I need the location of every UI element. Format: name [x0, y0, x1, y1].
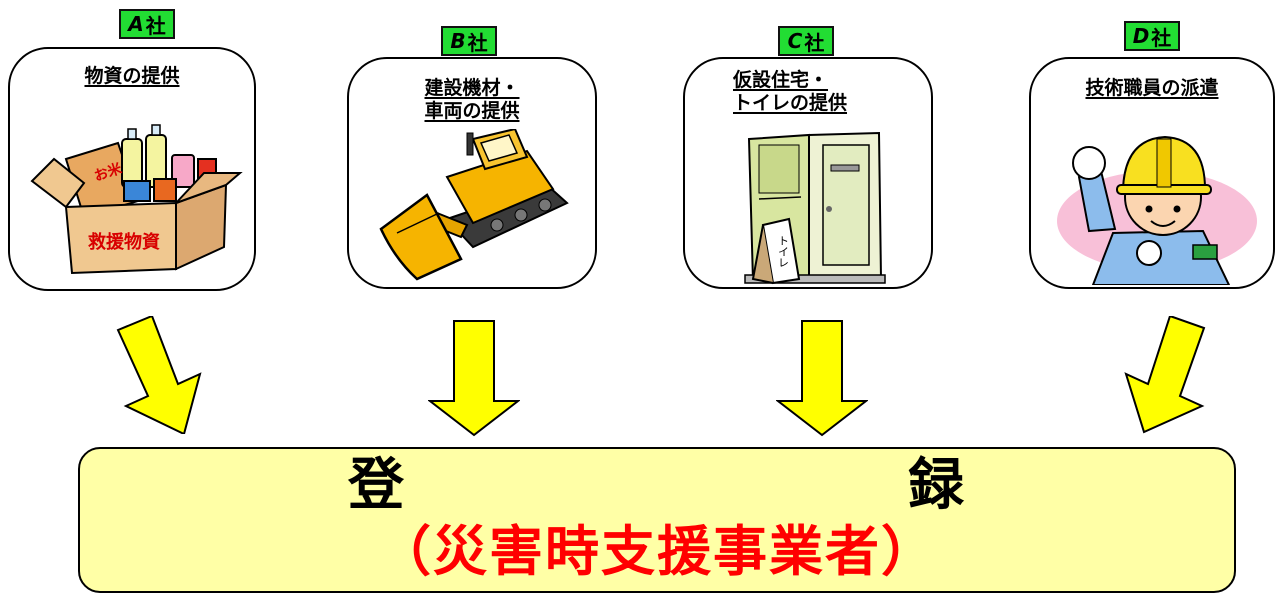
portable-toilet-illustration: トイレ — [744, 131, 886, 285]
card-title-line: トイレの提供 — [733, 92, 848, 114]
card-title-line: 建設機材・ — [424, 77, 520, 99]
registration-box: 登 録 （災害時支援事業者） — [78, 447, 1236, 593]
arrow-c-down — [776, 320, 868, 437]
company-suffix: 社 — [1151, 25, 1172, 50]
card-title-line: 技術職員の派遣 — [1085, 77, 1219, 99]
company-letter: A — [128, 12, 144, 36]
card-title: 物資の提供 — [10, 65, 254, 88]
card-title: 建設機材・ 車両の提供 — [349, 77, 595, 123]
arrow-a-down — [116, 316, 202, 434]
company-letter: B — [450, 29, 466, 53]
company-suffix: 社 — [804, 30, 825, 55]
company-letter: D — [1132, 24, 1150, 48]
company-card-d: 技術職員の派遣 — [1029, 57, 1275, 289]
registration-subtitle: （災害時支援事業者） — [377, 520, 937, 583]
arrow-b-down — [428, 320, 520, 437]
card-title-line: 仮設住宅・ — [733, 69, 829, 91]
company-suffix: 社 — [145, 13, 166, 38]
company-card-a: 物資の提供 お米 救援物資 — [8, 47, 256, 291]
relief-box-text: 救援物資 — [88, 231, 160, 253]
company-card-b: 建設機材・ 車両の提供 — [347, 57, 597, 289]
card-title-line: 車両の提供 — [424, 100, 520, 122]
arrow-d-down — [1124, 316, 1206, 434]
bulldozer-illustration — [379, 129, 569, 281]
registration-char-right: 録 — [908, 453, 964, 518]
engineer-hardhat-illustration — [1057, 135, 1257, 285]
company-letter: C — [787, 29, 803, 53]
card-title-line: 物資の提供 — [84, 65, 180, 87]
company-suffix: 社 — [467, 30, 488, 55]
company-card-c: 仮設住宅・ トイレの提供 トイレ — [683, 57, 933, 289]
registration-char-left: 登 — [348, 453, 404, 518]
card-title: 仮設住宅・ トイレの提供 — [733, 69, 931, 115]
relief-supplies-box-illustration: お米 救援物資 — [30, 124, 243, 275]
toilet-sign-text: トイレ — [777, 235, 790, 268]
card-title: 技術職員の派遣 — [1031, 77, 1273, 100]
